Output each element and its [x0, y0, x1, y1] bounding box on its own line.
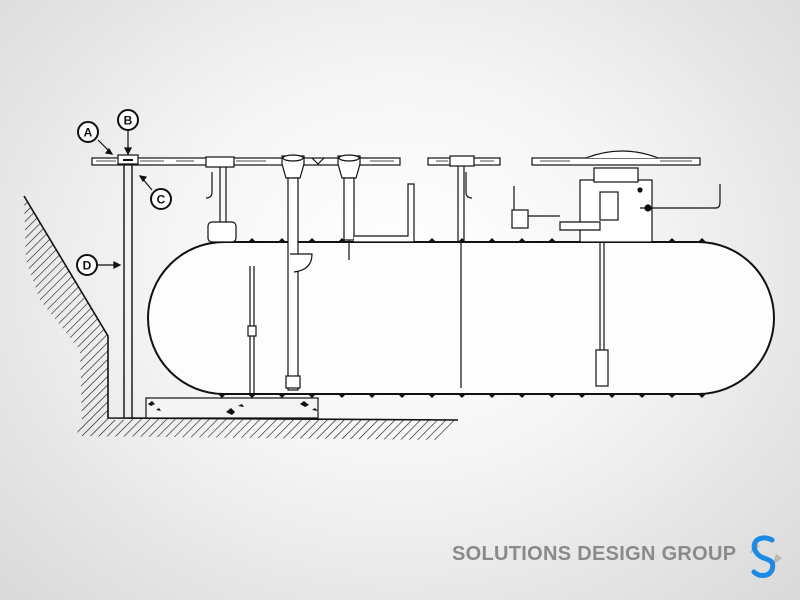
vent-mark	[311, 157, 325, 165]
callout-c-label: C	[157, 193, 166, 207]
company-name: SOLUTIONS DESIGN GROUP	[452, 543, 737, 565]
observation-well	[117, 154, 139, 418]
callout-a-label: A	[84, 126, 93, 140]
fill-riser-2	[337, 154, 415, 260]
callout-b: B	[117, 109, 139, 131]
tank-gauge	[247, 253, 313, 396]
surface-slab	[91, 157, 701, 166]
callout-c: C	[150, 188, 172, 210]
concrete-pad	[145, 397, 319, 419]
vent-box	[205, 156, 237, 243]
callout-a: A	[77, 121, 99, 143]
fill-riser-1	[281, 154, 305, 391]
callout-leaders	[97, 130, 153, 269]
s-logo-icon	[750, 535, 782, 578]
callout-d: D	[76, 254, 98, 276]
callout-b-label: B	[124, 114, 133, 128]
probe-riser	[449, 155, 475, 388]
pump-sump	[511, 150, 721, 387]
callout-d-label: D	[83, 259, 92, 273]
